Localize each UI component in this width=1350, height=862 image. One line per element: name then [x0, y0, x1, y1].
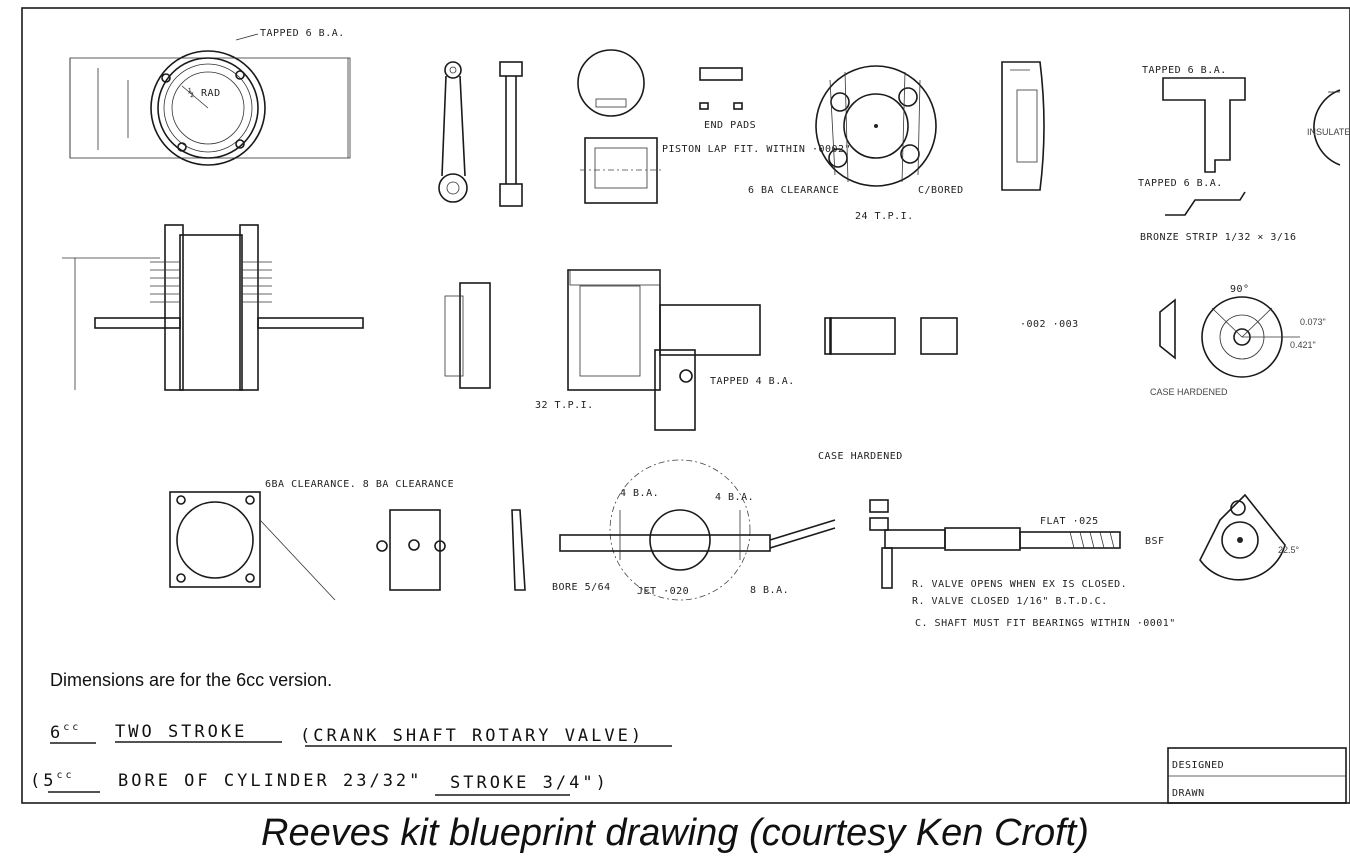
label-bsf: BSF: [1145, 536, 1165, 547]
label-piston-fit: PISTON LAP FIT. WITHIN ·0002": [662, 144, 851, 155]
label-rad: ½ RAD: [188, 87, 221, 99]
title-line2-stroke: STROKE 3/4"): [450, 773, 609, 793]
label-jet: JET ·020: [637, 586, 689, 597]
contact-breaker: [1162, 77, 1341, 216]
backplate-section: [1001, 61, 1045, 191]
dimensions-note: Dimensions are for the 6cc version.: [50, 670, 333, 690]
drawing-border: [21, 7, 1350, 804]
label-insulate: INSULATE: [1307, 127, 1350, 137]
title-line1-text: TWO STROKE: [115, 722, 247, 742]
label-designed: DESIGNED: [1172, 760, 1224, 771]
label-angle-90: 90°: [1230, 284, 1250, 295]
crank-disc: [1159, 296, 1300, 378]
label-8ba: 8 B.A.: [750, 585, 789, 596]
transfer-cover: [376, 509, 526, 591]
carburettor: [559, 459, 836, 601]
cylinder-section: [62, 224, 364, 391]
label-dim-073: 0.073": [1300, 317, 1326, 327]
head-top-view: [69, 33, 351, 166]
label-32-tpi: 32 T.P.I.: [535, 400, 594, 411]
title-line1-paren: (CRANK SHAFT ROTARY VALVE): [300, 726, 644, 746]
label-bore: BORE 5/64: [552, 582, 611, 593]
label-clearance-line: 6BA CLEARANCE. 8 BA CLEARANCE: [265, 479, 454, 490]
bearing-bushes: [824, 317, 958, 355]
label-valve-note-2: R. VALVE CLOSED 1/16" B.T.D.C.: [912, 596, 1108, 607]
connecting-rod: [438, 61, 523, 207]
label-tolerance: ·002 ·003: [1020, 319, 1079, 330]
label-flat: FLAT ·025: [1040, 516, 1099, 527]
label-tapped-4ba: TAPPED 4 B.A.: [710, 376, 795, 387]
label-c-bored: C/BORED: [918, 185, 964, 196]
label-4ba-right: 4 B.A.: [715, 492, 754, 503]
figure-caption: Reeves kit blueprint drawing (courtesy K…: [261, 812, 1089, 854]
label-6ba-clearance: 6 BA CLEARANCE: [748, 185, 839, 196]
label-case-hardened-1: CASE HARDENED: [1150, 387, 1228, 397]
label-24-tpi: 24 T.P.I.: [855, 211, 914, 222]
title-block: [1167, 747, 1347, 804]
label-bronze-strip: BRONZE STRIP 1/32 × 3/16: [1140, 232, 1297, 243]
label-tapped-6ba-1: TAPPED 6 B.A.: [260, 28, 345, 39]
label-case-hardened-2: CASE HARDENED: [818, 451, 903, 462]
flange-front: [169, 491, 336, 601]
backplate-front: [815, 65, 937, 187]
label-end-pads: END PADS: [704, 120, 756, 131]
label-tapped-6ba-2: TAPPED 6 B.A.: [1142, 65, 1227, 76]
crankshaft: [869, 499, 1121, 589]
label-4ba-left: 4 B.A.: [620, 488, 659, 499]
label-dim-0421: 0.421": [1290, 340, 1316, 350]
title-line2-text: BORE OF CYLINDER 23/32": [118, 771, 422, 791]
crank-web: [1199, 493, 1286, 581]
crankcase-section: [444, 269, 761, 431]
title-line1-cc: 6cc: [50, 722, 81, 743]
label-shaft-note: C. SHAFT MUST FIT BEARINGS WITHIN ·0001": [915, 618, 1176, 629]
piston: [577, 49, 743, 204]
label-tapped-6ba-3: TAPPED 6 B.A.: [1138, 178, 1223, 189]
label-valve-note-1: R. VALVE OPENS WHEN EX IS CLOSED.: [912, 579, 1127, 590]
title-line2-cc: (5cc: [30, 770, 75, 791]
label-angle-225: 22.5°: [1278, 545, 1300, 555]
label-drawn: DRAWN: [1172, 788, 1205, 799]
